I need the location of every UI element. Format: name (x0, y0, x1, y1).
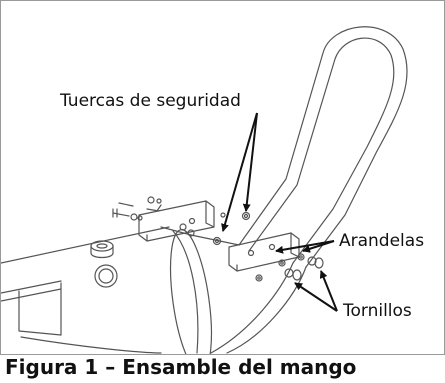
fuel-gauge (94, 264, 118, 288)
bolts (284, 256, 324, 281)
figure-caption: Figura 1 – Ensamble del mango (5, 355, 357, 379)
lock-nut-arrow-right (242, 112, 258, 212)
filler-cap (90, 240, 114, 259)
right-bracket (228, 232, 300, 272)
tank-body (1, 226, 213, 354)
lock-nut-arrow-left (221, 112, 258, 232)
diagram-frame: Tuercas de seguridad Arandelas Tornillos (0, 0, 445, 355)
left-bracket (138, 200, 215, 242)
handle-tube (160, 26, 408, 354)
washers-label: Arandelas (337, 231, 427, 251)
bolt-arrow-right (319, 270, 338, 312)
washer-arrow-lower (302, 240, 335, 253)
bolt-arrow-left (294, 282, 338, 312)
handle-assembly-drawing (1, 26, 408, 354)
callout-lines (221, 112, 338, 312)
left-bolt-set (112, 196, 162, 221)
washers (255, 253, 305, 282)
bolts-label: Tornillos (341, 301, 414, 321)
lock-nuts (212, 211, 251, 246)
lock-nuts-label: Tuercas de seguridad (60, 91, 241, 111)
